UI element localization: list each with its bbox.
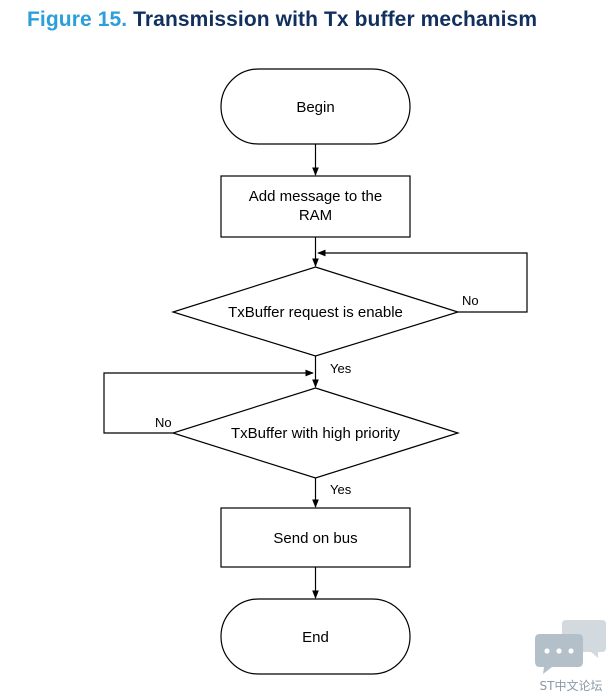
request-yes-label: Yes <box>330 361 352 376</box>
add-message-label-line2: RAM <box>299 207 332 224</box>
request-no-label: No <box>462 293 479 308</box>
watermark-text: ST中文论坛 <box>540 678 603 693</box>
end-label: End <box>302 629 329 646</box>
txbuffer-request-decision: TxBuffer request is enable <box>170 266 461 357</box>
txbuffer-priority-decision: TxBuffer with high priority <box>171 387 460 479</box>
edge-priority-no-loop <box>103 369 314 434</box>
priority-no-label: No <box>155 415 172 430</box>
add-message-label-line1: Add message to the <box>249 188 382 205</box>
end-node: End <box>220 598 411 675</box>
figure-title: Figure 15. Transmission with Tx buffer m… <box>27 8 537 32</box>
txbuffer-request-label: TxBuffer request is enable <box>228 304 403 321</box>
figure-number: Figure 15. <box>27 8 128 31</box>
begin-label: Begin <box>296 99 334 116</box>
chat-bubble-icon <box>535 620 606 674</box>
add-message-node: Add message to the RAM <box>220 175 411 238</box>
priority-yes-label: Yes <box>330 482 352 497</box>
send-on-bus-node: Send on bus <box>220 507 411 568</box>
send-on-bus-label: Send on bus <box>273 530 357 547</box>
begin-node: Begin <box>220 68 411 145</box>
edge-request-no-loop <box>317 249 528 313</box>
figure-caption: Transmission with Tx buffer mechanism <box>133 8 538 31</box>
txbuffer-priority-label: TxBuffer with high priority <box>231 425 400 442</box>
